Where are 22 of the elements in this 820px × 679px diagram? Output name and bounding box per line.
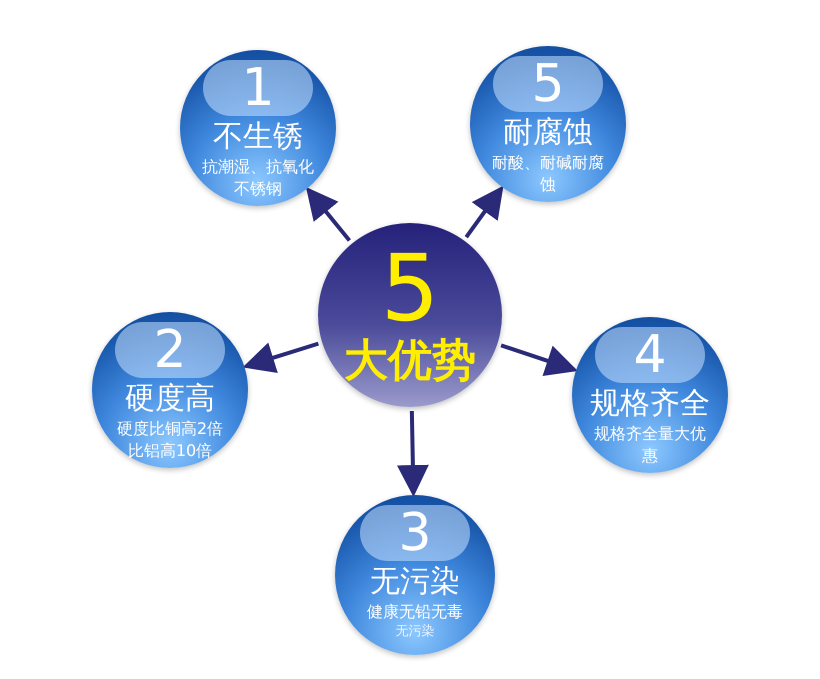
description-text: 健康无铅无毒 [366, 601, 464, 623]
description-text: 耐酸、耐碱耐腐蚀 [491, 152, 605, 196]
number-badge: 1 [203, 60, 313, 116]
arrow [306, 186, 351, 242]
arrow [500, 343, 578, 376]
title-text: 无污染 [370, 563, 460, 601]
description-text: 硬度比铜高2倍比铝高10倍 [116, 418, 224, 462]
number-badge: 3 [360, 505, 470, 561]
number-badge: 4 [595, 327, 705, 383]
number-text: 5 [380, 243, 440, 335]
number-badge: 5 [493, 56, 603, 112]
description-text: 规格齐全量大优惠 [593, 423, 707, 467]
note-text: 无污染 [394, 623, 436, 641]
title-text: 不生锈 [213, 118, 303, 156]
title-text: 硬度高 [125, 380, 215, 418]
description-text: 抗潮湿、抗氧化不锈钢 [201, 156, 315, 200]
title-text: 规格齐全 [590, 385, 710, 423]
title-text: 大优势 [344, 335, 476, 387]
arrow [464, 186, 504, 238]
title-text: 耐腐蚀 [503, 114, 593, 152]
number-badge: 2 [115, 322, 225, 378]
arrow [242, 342, 319, 374]
